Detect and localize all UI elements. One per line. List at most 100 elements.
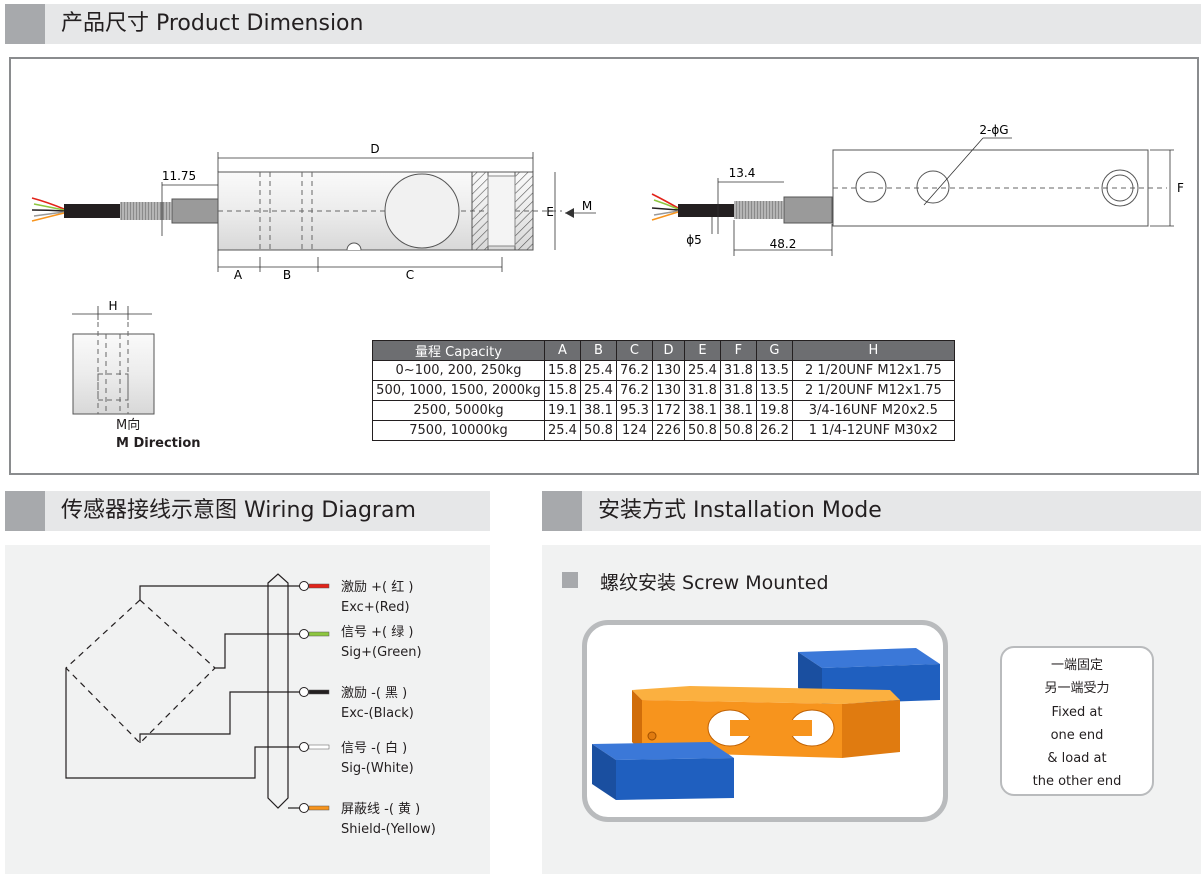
wire-label-exc-plus: 激励 +( 红 ) Exc+(Red) (341, 578, 413, 618)
wire-label-en: Exc+(Red) (341, 600, 410, 615)
cell: 95.3 (615, 400, 653, 421)
label-d: D (370, 142, 379, 156)
m-view-hidden-lines (97, 322, 129, 414)
thread-section-right (514, 171, 534, 251)
dimension-lines (161, 152, 596, 272)
hole-2 (916, 170, 950, 204)
cell: 50.8 (683, 420, 721, 441)
header-tab-marker (542, 491, 582, 531)
thread-hole (487, 175, 516, 247)
label-e: E (546, 205, 554, 219)
wire-label-en: Sig+(Green) (341, 645, 422, 660)
note-line: 另一端受力 (1044, 681, 1110, 697)
cell: 15.8 (544, 360, 581, 381)
label-f: F (1177, 181, 1184, 195)
cell: 500, 1000, 1500, 2000kg (372, 380, 545, 401)
wire-label-cn: 信号 -( 白 ) (341, 741, 408, 756)
m-direction-en: M Direction (116, 436, 201, 451)
right-cable-jacket (678, 204, 734, 217)
wire-label-sig-minus: 信号 -( 白 ) Sig-(White) (341, 739, 414, 779)
bridge-diamond (65, 599, 216, 744)
sensor-end (842, 700, 900, 758)
note-line: the other end (1032, 774, 1122, 790)
thread-section-left (471, 171, 489, 251)
hole-1 (855, 171, 887, 203)
header-b: B (579, 340, 617, 361)
cell: 50.8 (719, 420, 757, 441)
m-direction-view (72, 333, 155, 415)
capacity-table: 量程 Capacity A B C D E F G H 0~100, 200, … (372, 340, 955, 441)
cell: 13.5 (755, 360, 793, 381)
wire-label-cn: 信号 +( 绿 ) (341, 625, 414, 640)
header-e: E (683, 340, 721, 361)
right-cable-thread (734, 201, 784, 219)
label-11-75: 11.75 (162, 169, 196, 183)
wire-label-cn: 激励 -( 黑 ) (341, 686, 408, 701)
upper-block-top (798, 648, 940, 668)
cell: 13.5 (755, 380, 793, 401)
cell: 124 (615, 420, 653, 441)
cell: 19.8 (755, 400, 793, 421)
label-48-2: 48.2 (770, 237, 797, 251)
cell: 76.2 (615, 380, 653, 401)
label-h: H (108, 299, 117, 313)
lower-block-top (592, 742, 734, 760)
wiring-diagram-header: 传感器接线示意图 Wiring Diagram (5, 491, 490, 531)
header-f: F (719, 340, 757, 361)
label-m: M (582, 199, 592, 213)
note-line: Fixed at (1051, 704, 1103, 720)
screw-mounted-label: 螺纹安装 Screw Mounted (600, 572, 829, 594)
label-c: C (406, 268, 414, 282)
label-2-phi-g: 2-ϕG (979, 123, 1008, 137)
cell: 130 (651, 360, 685, 381)
installation-illustration-frame (582, 620, 948, 822)
header-g: G (755, 340, 793, 361)
cell: 130 (651, 380, 685, 401)
note-line: one end (1050, 727, 1104, 743)
m-direction-caption: M向 M Direction (116, 417, 201, 453)
cell: 26.2 (755, 420, 793, 441)
wire-label-en: Sig-(White) (341, 761, 414, 776)
wire-label-cn: 激励 +( 红 ) (341, 580, 414, 595)
sensor-top (632, 686, 900, 704)
right-cable-gland (783, 196, 833, 224)
cell: 38.1 (579, 400, 617, 421)
installation-illustration (592, 648, 940, 800)
bullet-square-icon (562, 572, 578, 588)
wire-terminals (299, 581, 330, 813)
left-cable-thread (120, 202, 172, 220)
cell: 25.4 (544, 420, 581, 441)
note-line: 一端固定 (1050, 658, 1103, 673)
wire-label-sig-plus: 信号 +( 绿 ) Sig+(Green) (341, 623, 422, 663)
hole-3 (1101, 169, 1139, 207)
m-arrow-head (565, 208, 574, 218)
cell: 76.2 (615, 360, 653, 381)
hole-3-inner (1106, 174, 1134, 202)
header-d: D (651, 340, 685, 361)
cell: 7500, 10000kg (372, 420, 545, 441)
product-dimension-header: 产品尺寸 Product Dimension (5, 4, 1201, 44)
header-h: H (791, 340, 955, 361)
header-c: C (615, 340, 653, 361)
wiring-diagram-title: 传感器接线示意图 Wiring Diagram (61, 498, 416, 523)
cell: 25.4 (579, 380, 617, 401)
cell: 226 (651, 420, 685, 441)
center-bore (384, 173, 460, 249)
cell: 1 1/4-12UNF M30x2 (791, 420, 955, 441)
sensor-slot (730, 720, 812, 736)
label-phi5: ϕ5 (686, 233, 702, 247)
left-cable-gland (171, 198, 219, 224)
label-b: B (283, 268, 291, 282)
cell: 25.4 (683, 360, 721, 381)
left-cable-wires (31, 197, 65, 222)
wiring-lines (65, 585, 300, 809)
side-dimension-lines (711, 137, 1174, 256)
sensor-screw (647, 731, 657, 741)
cell: 31.8 (719, 360, 757, 381)
sensor-side (632, 690, 642, 752)
note-line: & load at (1047, 751, 1107, 767)
cell: 31.8 (683, 380, 721, 401)
